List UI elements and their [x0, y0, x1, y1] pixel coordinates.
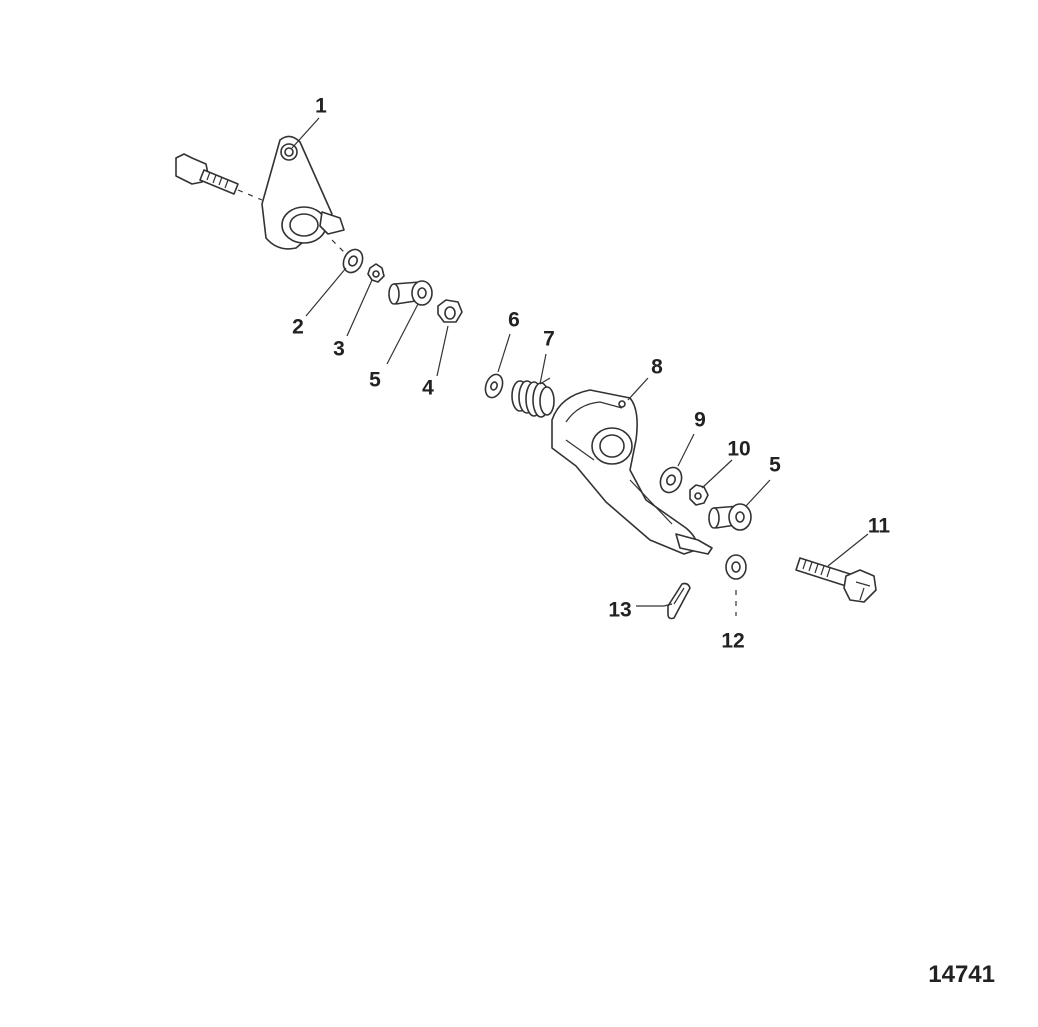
part-2-flat-washer [342, 248, 364, 274]
callout-6: 6 [508, 309, 520, 332]
callout-8: 8 [651, 356, 663, 379]
callout-2: 2 [292, 316, 304, 339]
callout-9: 9 [694, 409, 706, 432]
callout-5-lower: 5 [769, 454, 781, 477]
part-7-coil-spring [511, 377, 555, 418]
part-1-link-arm [175, 135, 345, 253]
part-8-shift-lever [551, 389, 713, 555]
callout-3: 3 [333, 338, 345, 361]
leader-lines [291, 117, 869, 607]
part-6-washer [484, 373, 504, 399]
callout-1: 1 [315, 95, 327, 118]
callout-5-upper: 5 [369, 369, 381, 392]
callout-11: 11 [868, 515, 891, 538]
callout-13: 13 [608, 599, 631, 622]
part-10-lock-washer [689, 484, 709, 506]
part-13-retaining-clip [667, 582, 691, 620]
part-4-hex-nut [437, 299, 463, 323]
callout-7: 7 [543, 328, 555, 351]
callout-10: 10 [727, 438, 750, 461]
callout-labels: 1 2 3 5 4 6 7 8 9 10 5 11 13 12 [292, 95, 890, 653]
callout-4: 4 [422, 377, 434, 400]
callout-12: 12 [721, 630, 744, 653]
figure-number: 14741 [928, 961, 995, 988]
part-3-lock-washer [367, 263, 385, 283]
part-9-washer [659, 466, 683, 494]
part-11-hex-bolt [795, 557, 877, 603]
part-5-pin-upper [388, 280, 433, 306]
part-5-pin-lower [708, 503, 752, 531]
part-12-washer [725, 554, 747, 616]
